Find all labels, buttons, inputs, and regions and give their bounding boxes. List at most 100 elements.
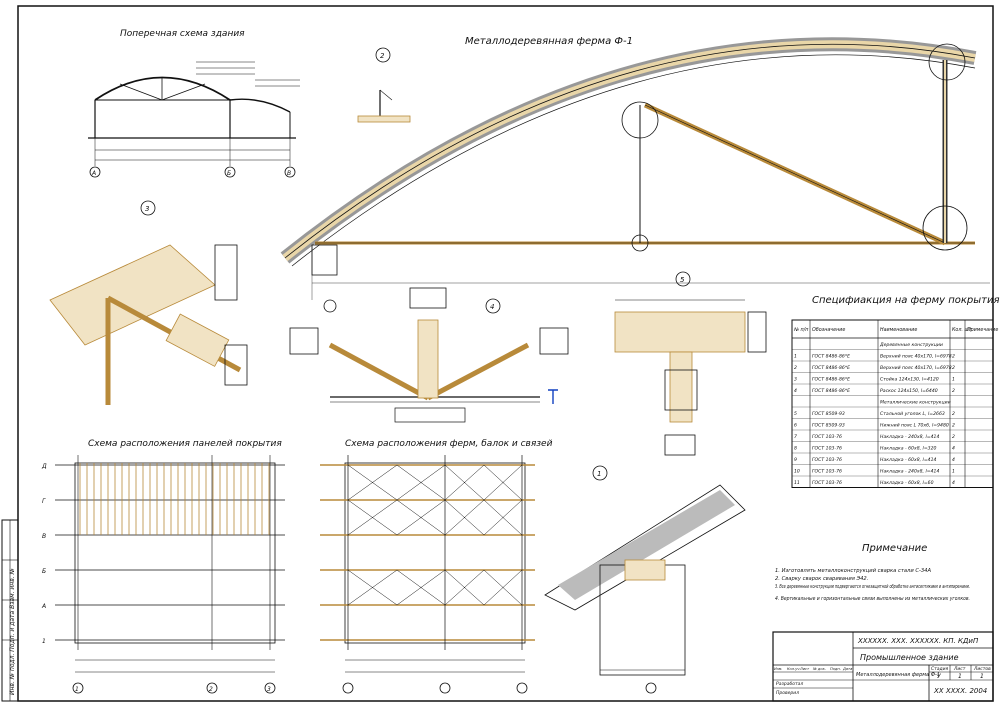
panels-plan-title: Схема расположения панелей покрытия	[88, 439, 282, 449]
spec-cell: 7	[794, 434, 797, 440]
spec-cell: 4	[794, 388, 797, 394]
spec-cell: Накладка - 60х8, l=414	[880, 457, 937, 463]
spec-cell: 10	[794, 469, 800, 475]
title-block-code: XXXXXX. XXX. XXXXXX. КП. КДиП	[857, 637, 979, 645]
spec-cell: ГОСТ 8486-86*Е	[812, 354, 850, 360]
node-label-2: 2	[380, 52, 385, 60]
panels-axis-2: В	[42, 533, 46, 540]
panels-col-1: 2	[209, 686, 213, 693]
spec-cell: 2	[952, 423, 955, 429]
panels-axis-labels: Д Г В Б А 1 1 2 3	[41, 463, 271, 693]
node-label-4: 4	[490, 303, 494, 311]
axis-label-cross-0: А	[91, 170, 96, 177]
spec-cell: ГОСТ 103-76	[812, 434, 842, 440]
panels-axis-5: 1	[42, 638, 46, 645]
panels-axis-3: Б	[42, 568, 46, 575]
title-block-col-2: Листов	[973, 666, 991, 672]
spec-cell: 5	[794, 411, 797, 417]
title-block-head-0: Изм.	[774, 667, 782, 671]
title-block-val-0: У	[937, 673, 941, 680]
title-block-name: Промышленное здание	[860, 653, 959, 662]
node-label-5: 5	[680, 276, 685, 284]
spec-cell: Металлические конструкции	[880, 400, 951, 406]
cross-section-title: Поперечная схема здания	[120, 29, 245, 39]
node-label-3: 3	[145, 205, 149, 213]
panels-axis-0: Д	[41, 463, 47, 470]
panels-axis-4: А	[41, 603, 46, 610]
spec-header-0: № п/п	[793, 327, 808, 333]
title-block-sheet-desc: Металлодеревянная ферма Ф-1	[856, 672, 940, 678]
title-block-head-3: № док.	[812, 667, 826, 671]
spec-cell: 2	[952, 354, 955, 360]
side-stamp-text: Инв. № подл. Подп. и дата Взам. инв. №	[9, 568, 16, 695]
node-3-detail	[49, 200, 248, 405]
panels-col-0: 1	[75, 686, 79, 693]
spec-cell: 4	[952, 446, 955, 452]
title-block-role-1: Проверил	[776, 690, 799, 696]
spec-cell: 4	[952, 480, 955, 486]
spec-cell: Раскос 124х150, l=6440	[880, 388, 938, 394]
node-4-detail	[289, 287, 569, 423]
spec-cell: ГОСТ 103-76	[812, 457, 842, 463]
spec-cell: ГОСТ 8486-86*Е	[812, 365, 850, 371]
spec-cell: 6	[794, 423, 797, 429]
note-1: 1. Изготовлять металлоконструкций сварка…	[775, 568, 931, 574]
truss-title: Металлодеревянная ферма Ф-1	[465, 36, 633, 47]
title-block-val-1: 1	[958, 673, 962, 680]
spec-header-2: Наименование	[880, 327, 917, 333]
truss-drawing	[280, 37, 990, 313]
panels-col-2: 3	[267, 686, 271, 693]
spec-header-4: Примечание	[967, 327, 998, 333]
title-block-col-1: Лист	[953, 666, 966, 672]
spec-cell: Верхний пояс 40х170, l=6978	[880, 354, 952, 360]
spec-cell: ГОСТ 103-76	[812, 480, 842, 486]
axis-label-cross-1: Б	[227, 170, 231, 177]
axis-label-cross-2: В	[287, 170, 291, 177]
spec-cell: Накладка - 240х8, l=414	[880, 434, 939, 440]
spec-cell: Нижний пояс L 70х6, l=9480	[880, 423, 949, 429]
panels-plan	[55, 455, 285, 694]
title-block-head-4: Подп.	[830, 667, 841, 671]
spec-cell: Деревянные конструкции	[879, 342, 943, 348]
trusses-plan-title: Схема расположения ферм, балок и связей	[345, 439, 553, 449]
title-block-col-0: Стадия	[931, 666, 949, 672]
spec-cell: 4	[952, 457, 955, 463]
note-3: 3. Все деревянные конструкции подвергают…	[775, 584, 970, 590]
title-block-val-2: 1	[980, 673, 984, 680]
title-block-head-2: Лист	[799, 667, 810, 671]
spec-cell: 8	[794, 446, 797, 452]
note-4: 4. Вертикальные и горизонтальные связи в…	[775, 596, 970, 602]
side-stamp: Инв. № подл. Подп. и дата Взам. инв. №	[1, 519, 19, 702]
spec-cell: 2	[794, 365, 797, 371]
note-2: 2. Сварку сварок сваривания Э42.	[775, 576, 868, 582]
spec-cell: ГОСТ 8486-86*Е	[812, 388, 850, 394]
node-1-detail	[544, 465, 746, 694]
spec-cell: Верхний пояс 40х170, l=6978	[880, 365, 952, 371]
title-block-role-0: Разработал	[776, 681, 803, 687]
spec-header-1: Обозначение	[812, 327, 845, 333]
cross-section-drawing	[88, 61, 300, 178]
title-block-head-5: Дата	[842, 667, 852, 671]
spec-cell: ГОСТ 103-76	[812, 446, 842, 452]
spec-cell: ГОСТ 8509-93	[812, 411, 845, 417]
spec-cell: ГОСТ 8486-86*Е	[812, 377, 850, 383]
node-5-detail	[614, 271, 767, 456]
spec-cell: Стальной уголок L, l=2663	[880, 411, 945, 417]
trusses-plan	[320, 455, 535, 694]
spec-cell: 2	[952, 434, 955, 440]
spec-cell: Накладка - 60х8, l=60	[880, 480, 934, 486]
spec-cell: ГОСТ 103-76	[812, 469, 842, 475]
title-block-org: XX XXXX. 2004	[933, 687, 987, 695]
title-block-head-1: Кол.уч	[787, 667, 799, 671]
node-label-1: 1	[597, 470, 601, 478]
spec-cell: 9	[794, 457, 797, 463]
spec-cell: 11	[794, 480, 800, 486]
notes-list: 1. Изготовлять металлоконструкций сварка…	[775, 568, 970, 602]
notes-title: Примечание	[862, 543, 927, 554]
spec-cell: 1	[794, 354, 797, 360]
panels-axis-1: Г	[42, 498, 46, 505]
spec-cell: 2	[952, 411, 955, 417]
